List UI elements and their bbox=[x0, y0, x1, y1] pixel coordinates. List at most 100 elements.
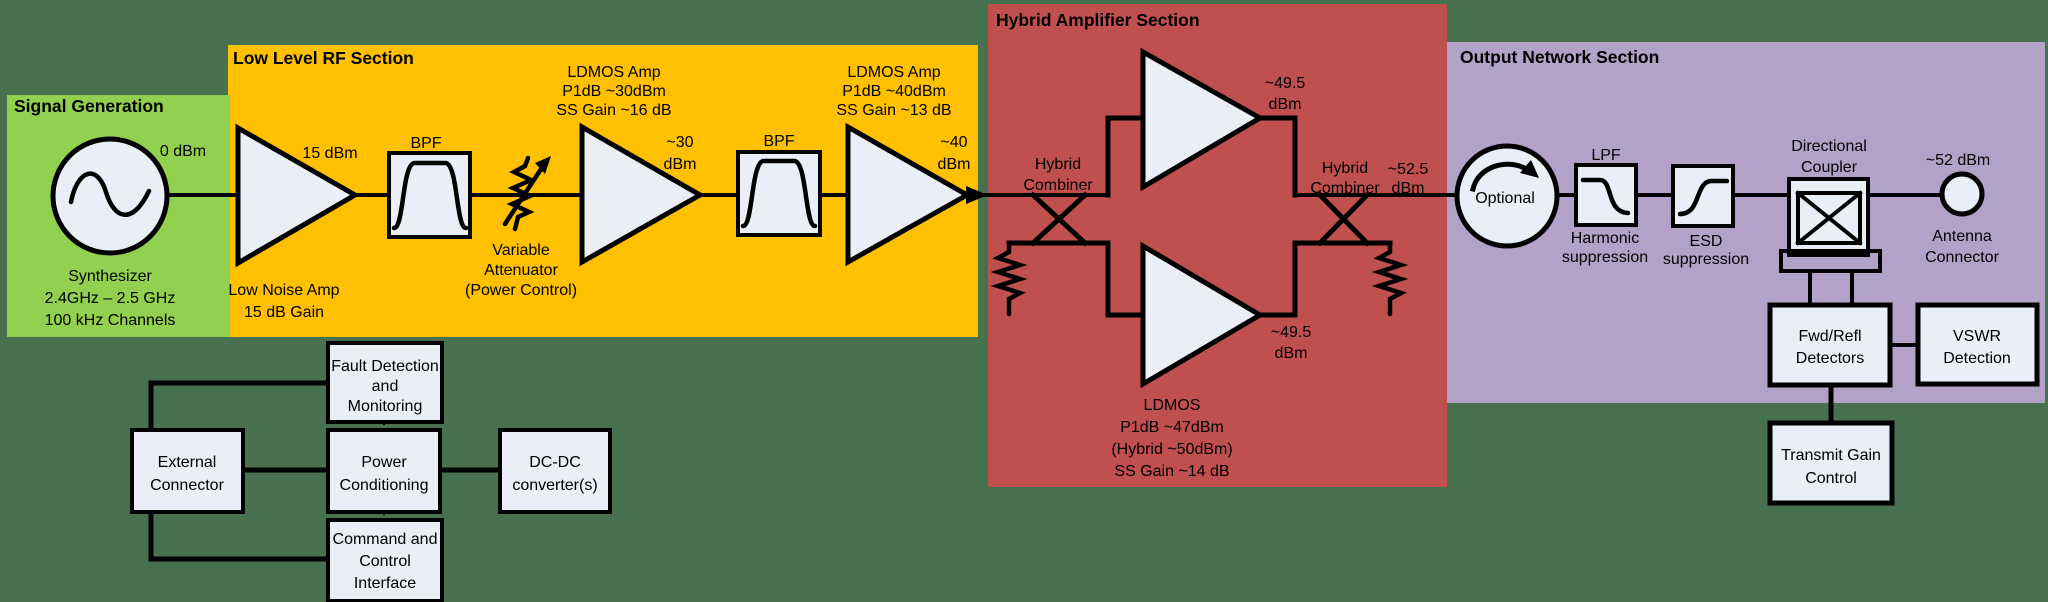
ldmos2-level-1: ~40 bbox=[940, 134, 967, 151]
power-label-2: Conditioning bbox=[340, 477, 429, 494]
antenna-caption-2: Connector bbox=[1925, 249, 1999, 266]
hybrid-output-level-1: ~52.5 bbox=[1388, 161, 1429, 178]
antenna-connector-icon bbox=[1939, 171, 1985, 217]
hybrid-amplifier-title: Hybrid Amplifier Section bbox=[996, 10, 1200, 30]
esd-suppression-icon bbox=[1671, 164, 1735, 228]
hybrid-amplifier-group: Hybrid Amplifier Section Hybrid Combiner… bbox=[965, 10, 1459, 480]
ldmos2-level-2: dBm bbox=[938, 156, 971, 173]
combiner-out-label-1: Hybrid bbox=[1322, 160, 1368, 177]
antenna-caption-1: Antenna bbox=[1932, 228, 1992, 245]
fault-label-1: Fault Detection bbox=[331, 358, 439, 375]
output-network-group: Output Network Section Optional LPF Harm… bbox=[1454, 47, 2040, 506]
power-label-1: Power bbox=[361, 454, 407, 471]
power-conditioning-box bbox=[326, 428, 442, 514]
bandpass-curve-icon bbox=[391, 160, 469, 231]
attenuator-arrowhead-icon bbox=[535, 156, 551, 174]
combiner1-cross-b bbox=[1029, 191, 1089, 247]
external-label-1: External bbox=[158, 454, 217, 471]
external-label-2: Connector bbox=[150, 477, 224, 494]
top-amp-level-1: ~49.5 bbox=[1265, 75, 1306, 92]
bottom-amp-level-1: ~49.5 bbox=[1271, 324, 1312, 341]
external-connector-box bbox=[130, 428, 245, 514]
antenna-level: ~52 dBm bbox=[1926, 152, 1990, 169]
combiner-out-label-2: Combiner bbox=[1310, 180, 1380, 197]
fwd-refl-label-2: Detectors bbox=[1796, 350, 1864, 367]
esd-curve-icon bbox=[1677, 178, 1730, 217]
dcdc-label-1: DC-DC bbox=[529, 454, 581, 471]
hybrid-top-amp-icon bbox=[1140, 47, 1266, 192]
lpf-label: LPF bbox=[1591, 147, 1621, 164]
ldmos1-caption-2: P1dB ~30dBm bbox=[562, 83, 666, 100]
termination-resistor1-icon bbox=[990, 240, 1028, 317]
combiner2-cross-b bbox=[1316, 191, 1371, 247]
lpf-caption-1: Harmonic bbox=[1571, 230, 1639, 247]
fwd-refl-label-1: Fwd/Refl bbox=[1798, 328, 1861, 345]
ldmos1-level-2: dBm bbox=[664, 156, 697, 173]
fwd-refl-detectors-box bbox=[1767, 302, 1893, 388]
lpf-caption-2: suppression bbox=[1562, 249, 1648, 266]
coupler-cross-b bbox=[1795, 190, 1863, 246]
ldmos-amp1-icon bbox=[579, 122, 706, 267]
low-level-rf-title: Low Level RF Section bbox=[233, 48, 414, 68]
sine-wave-icon bbox=[68, 171, 152, 217]
bottom-amp-level-2: dBm bbox=[1275, 345, 1308, 362]
circulator-arrowhead-icon bbox=[1520, 160, 1539, 178]
hybrid-ldmos-caption-1: LDMOS bbox=[1144, 397, 1201, 414]
low-level-rf-group: Low Level RF Section 15 dBm Low Noise Am… bbox=[228, 48, 973, 321]
hybrid-ldmos-caption-4: SS Gain ~14 dB bbox=[1114, 463, 1229, 480]
coupler-caption-1: Directional bbox=[1791, 138, 1867, 155]
bpf1-label: BPF bbox=[410, 135, 441, 152]
esd-caption-1: ESD bbox=[1690, 233, 1723, 250]
attenuator-caption-3: (Power Control) bbox=[465, 282, 577, 299]
ldmos-amp2-icon bbox=[845, 122, 973, 267]
fault-label-2: and bbox=[372, 378, 399, 395]
fault-label-3: Monitoring bbox=[348, 398, 423, 415]
signal-generation-title: Signal Generation bbox=[14, 96, 164, 116]
command-label-2: Control bbox=[359, 553, 411, 570]
dcdc-converter-box bbox=[498, 428, 612, 514]
tgc-label-1: Transmit Gain bbox=[1781, 447, 1881, 464]
vswr-detection-box bbox=[1915, 302, 2040, 387]
top-amp-level-2: dBm bbox=[1269, 96, 1302, 113]
lna-caption-1: Low Noise Amp bbox=[228, 282, 339, 299]
circulator-label: Optional bbox=[1475, 190, 1535, 207]
synthesizer-freq-range: 2.4GHz – 2.5 GHz bbox=[45, 290, 176, 307]
transmit-gain-control-box bbox=[1767, 420, 1895, 506]
low-noise-amp-icon bbox=[235, 123, 361, 268]
circulator-arrow-icon bbox=[1470, 161, 1532, 192]
vswr-label-1: VSWR bbox=[1953, 328, 2001, 345]
combiner-in-label-2: Combiner bbox=[1023, 177, 1093, 194]
ldmos2-caption-1: LDMOS Amp bbox=[847, 64, 940, 81]
power-control-group: Fault Detection and Monitoring External … bbox=[130, 341, 612, 602]
hybrid-output-level-2: dBm bbox=[1392, 180, 1425, 197]
coupler-caption-2: Coupler bbox=[1801, 159, 1858, 176]
combiner-in-label-1: Hybrid bbox=[1035, 156, 1081, 173]
lowpass-curve-icon bbox=[1580, 177, 1631, 216]
synthesizer-channels: 100 kHz Channels bbox=[45, 312, 176, 329]
attenuator-caption-2: Attenuator bbox=[484, 262, 559, 279]
ldmos1-caption-3: SS Gain ~16 dB bbox=[556, 102, 671, 119]
bpf2-label: BPF bbox=[763, 133, 794, 150]
synthesizer-oscillator-icon bbox=[50, 136, 170, 256]
hybrid-bottom-amp-icon bbox=[1140, 241, 1265, 389]
variable-attenuator-icon bbox=[502, 155, 551, 232]
fault-detection-box bbox=[326, 341, 444, 424]
attenuator-zigzag-icon bbox=[506, 155, 537, 232]
command-label-3: Interface bbox=[354, 575, 416, 592]
attenuator-arrow-icon bbox=[502, 163, 546, 227]
attenuator-caption-1: Variable bbox=[492, 242, 550, 259]
tgc-label-2: Control bbox=[1805, 470, 1857, 487]
hybrid-ldmos-caption-2: P1dB ~47dBm bbox=[1120, 419, 1224, 436]
signal-arrowhead-icon bbox=[966, 186, 988, 204]
synthesizer-label: Synthesizer bbox=[68, 268, 152, 285]
output-network-title: Output Network Section bbox=[1460, 47, 1659, 67]
lna-output-level: 15 dBm bbox=[302, 145, 357, 162]
ldmos2-caption-2: P1dB ~40dBm bbox=[842, 83, 946, 100]
ldmos1-level-1: ~30 bbox=[666, 134, 693, 151]
esd-caption-2: suppression bbox=[1663, 251, 1749, 268]
dcdc-label-2: converter(s) bbox=[512, 477, 597, 494]
signal-generation-group: Signal Generation 0 dBm Synthesizer 2.4G… bbox=[14, 96, 240, 329]
lna-caption-2: 15 dB Gain bbox=[244, 304, 324, 321]
bandpass-curve2-icon bbox=[740, 158, 818, 229]
